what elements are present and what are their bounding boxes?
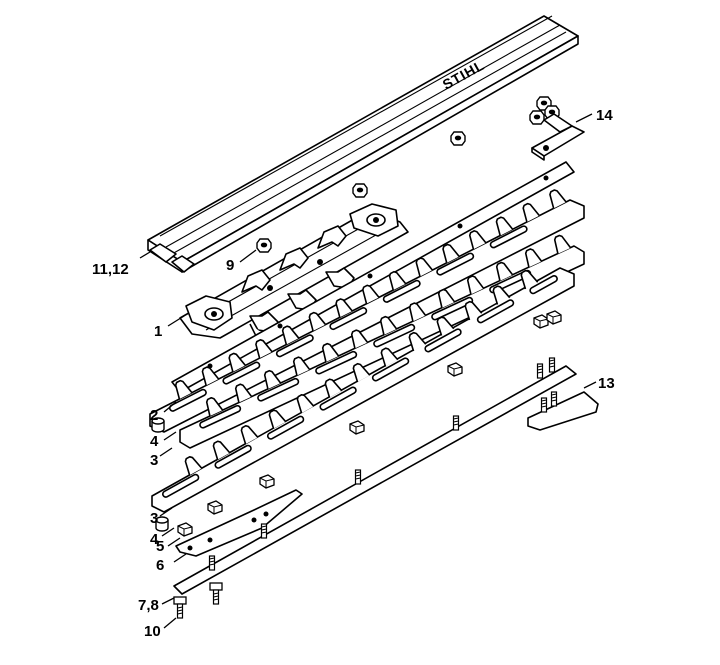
bracket-14 [531, 113, 585, 161]
callout-11-12: 11,12 [92, 261, 129, 278]
callout-2: 2 [150, 407, 158, 424]
callout-4-upper: 4 [150, 433, 159, 450]
cutter-plate-1 [179, 203, 409, 339]
curved-guide-6 [175, 489, 303, 557]
bottom-rail-7-8 [173, 357, 577, 595]
guide-plate-13 [527, 391, 599, 431]
blade-upper-3 [149, 186, 585, 433]
blade-guard-rail: STIHL [147, 15, 579, 273]
callout-6: 6 [156, 557, 164, 574]
blade-middle-3 [179, 232, 585, 449]
callout-13: 13 [598, 375, 615, 392]
leader-lines [139, 113, 597, 629]
callout-3-middle: 3 [150, 452, 158, 469]
callout-5: 5 [156, 538, 164, 555]
callout-1: 1 [154, 323, 162, 340]
callout-9: 9 [226, 257, 234, 274]
blade-lower-3 [151, 267, 575, 513]
callout-10: 10 [144, 623, 161, 640]
callout-14: 14 [596, 107, 613, 124]
callout-labels: 11,12 9 1 2 4 3 3 4 5 6 7,8 10 13 14 [92, 107, 615, 640]
callout-3-lower: 3 [150, 510, 158, 527]
callout-7-8: 7,8 [138, 597, 159, 614]
callout-4-lower: 4 [150, 531, 159, 548]
